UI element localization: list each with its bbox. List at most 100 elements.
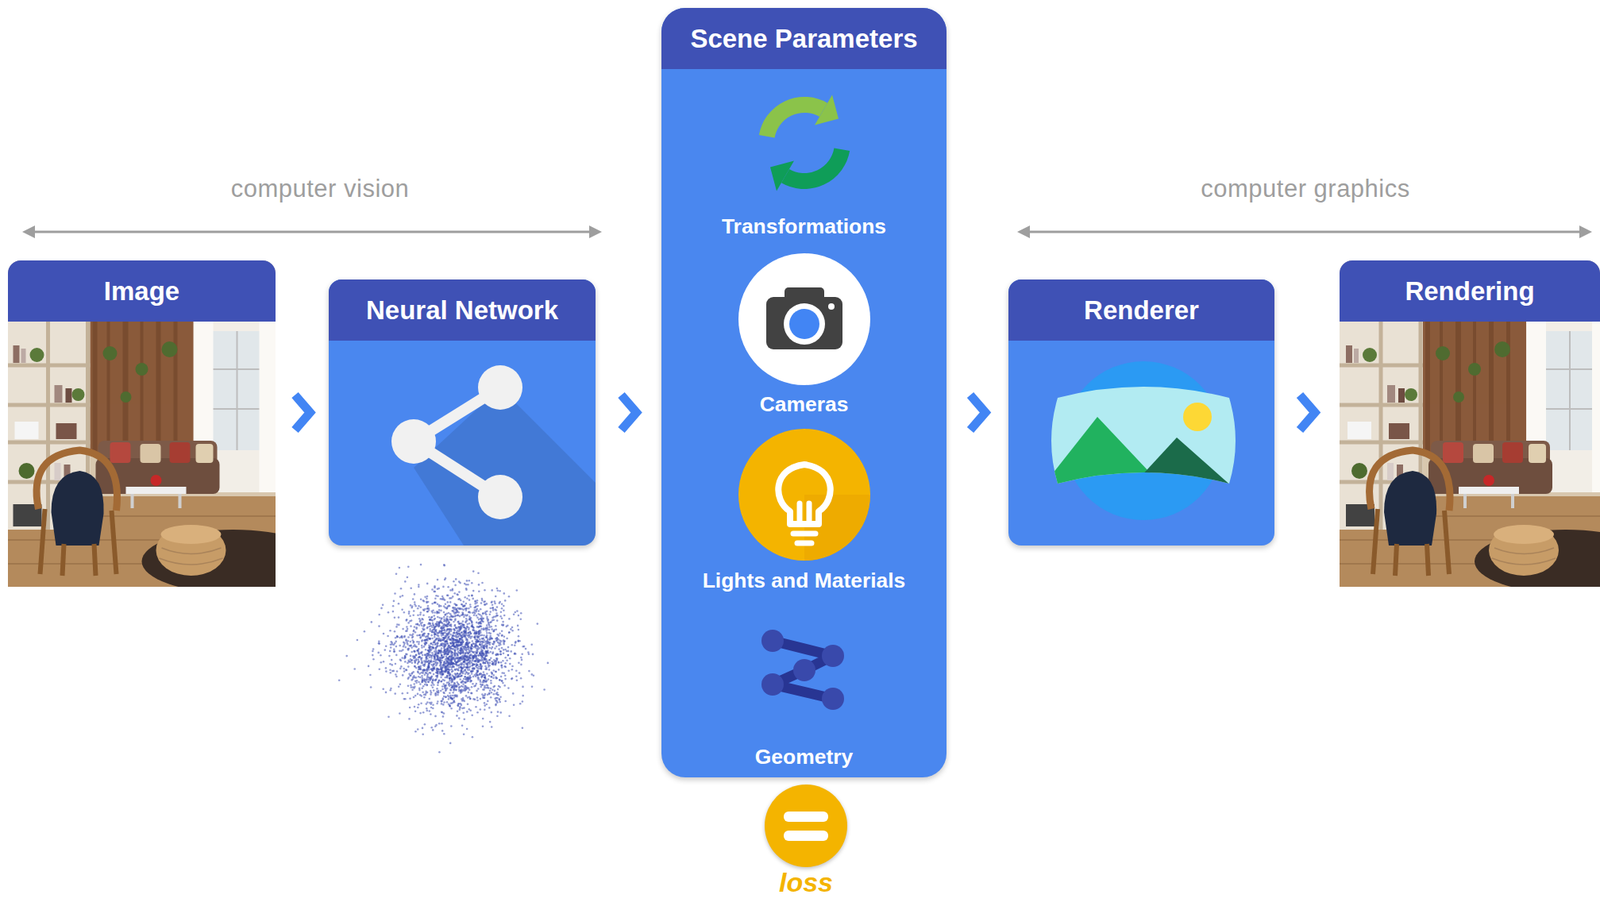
circle-shape: [465, 602, 468, 606]
circle-shape: [416, 614, 420, 617]
circle-shape: [397, 624, 401, 627]
circle-shape: [493, 697, 497, 701]
circle-shape: [547, 662, 550, 665]
circle-shape: [432, 673, 436, 676]
circle-shape: [470, 594, 474, 598]
circle-shape: [446, 701, 449, 704]
circle-shape: [457, 705, 460, 708]
circle-shape: [456, 704, 459, 707]
circle-shape: [453, 682, 456, 685]
circle-shape: [501, 630, 504, 633]
circle-shape: [494, 699, 498, 702]
circle-shape: [427, 666, 431, 669]
circle-shape: [431, 588, 434, 591]
circle-shape: [398, 644, 401, 648]
circle-shape: [477, 687, 480, 691]
circle-shape: [478, 609, 481, 613]
circle-shape: [466, 645, 470, 648]
polygon-shape: [22, 225, 35, 239]
circle-shape: [442, 703, 445, 706]
circle-shape: [468, 598, 471, 602]
circle-shape: [503, 684, 506, 687]
circle-shape: [488, 646, 491, 649]
circle-shape: [485, 654, 488, 657]
circle-shape: [474, 610, 478, 614]
circle-shape: [484, 658, 487, 661]
circle-shape: [481, 620, 484, 623]
circle-shape: [476, 616, 479, 620]
circle-shape: [481, 582, 484, 585]
circle-shape: [515, 669, 518, 672]
circle-shape: [434, 590, 437, 594]
circle-shape: [410, 646, 413, 649]
circle-shape: [370, 686, 373, 689]
circle-shape: [495, 628, 498, 631]
circle-shape: [425, 656, 428, 660]
circle-shape: [495, 645, 498, 648]
circle-shape: [413, 593, 417, 596]
circle-shape: [429, 618, 432, 621]
circle-shape: [404, 668, 408, 671]
circle-shape: [420, 646, 424, 649]
circle-shape: [399, 682, 402, 686]
circle-shape: [498, 678, 502, 682]
circle-shape: [426, 595, 429, 598]
circle-shape: [490, 601, 494, 604]
circle-shape: [489, 651, 492, 654]
circle-shape: [440, 669, 444, 672]
circle-shape: [483, 684, 486, 687]
circle-shape: [482, 661, 486, 664]
circle-shape: [474, 612, 477, 615]
circle-shape: [508, 617, 511, 621]
polygon-shape: [1017, 225, 1030, 239]
circle-shape: [474, 600, 477, 603]
circle-shape: [450, 597, 453, 600]
circle-shape: [493, 602, 497, 606]
circle-shape: [489, 632, 493, 635]
circle-shape: [396, 636, 399, 639]
circle-shape: [490, 725, 494, 729]
circle-shape: [413, 656, 417, 660]
circle-shape: [431, 728, 435, 732]
circle-shape: [497, 634, 501, 637]
circle-shape: [433, 586, 436, 590]
circle-shape: [493, 693, 496, 696]
circle-shape: [494, 663, 498, 666]
circle-shape: [395, 675, 398, 679]
circle-shape: [464, 668, 467, 671]
circle-shape: [481, 652, 485, 656]
circle-shape: [481, 613, 485, 616]
circle-shape: [469, 680, 472, 683]
circle-shape: [424, 690, 428, 694]
circle-shape: [427, 632, 430, 636]
circle-shape: [414, 694, 417, 698]
circle-shape: [417, 583, 421, 587]
circle-shape: [434, 629, 437, 633]
circle-shape: [486, 662, 490, 665]
circle-shape: [453, 701, 456, 704]
circle-shape: [505, 659, 509, 663]
circle-shape: [488, 659, 491, 662]
circle-shape: [446, 686, 449, 690]
circle-shape: [481, 651, 485, 655]
circle-shape: [449, 589, 452, 592]
circle-shape: [425, 597, 428, 601]
circle-shape: [467, 607, 471, 610]
circle-shape: [412, 655, 415, 658]
circle-shape: [479, 708, 482, 711]
circle-shape: [395, 654, 398, 657]
circle-shape: [497, 589, 500, 592]
circle-shape: [387, 611, 390, 614]
circle-shape: [471, 640, 475, 643]
circle-shape: [474, 659, 478, 663]
circle-shape: [430, 616, 433, 619]
circle-shape: [490, 625, 494, 629]
circle-shape: [389, 640, 393, 644]
circle-shape: [464, 621, 467, 625]
circle-shape: [462, 663, 466, 667]
circle-shape: [501, 679, 504, 683]
circle-shape: [483, 701, 486, 705]
circle-shape: [428, 671, 432, 675]
circle-shape: [442, 715, 445, 718]
circle-shape: [451, 636, 454, 640]
